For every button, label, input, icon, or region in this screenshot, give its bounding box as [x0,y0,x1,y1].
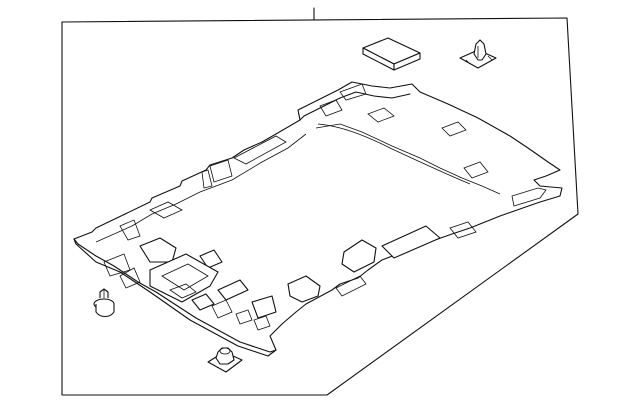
assembly-frame [61,17,579,396]
clip-left [93,288,115,318]
foam-pad [362,37,421,71]
clip-bottom [207,347,243,373]
clip-top-right [459,39,497,69]
headliner-panel [73,81,563,357]
